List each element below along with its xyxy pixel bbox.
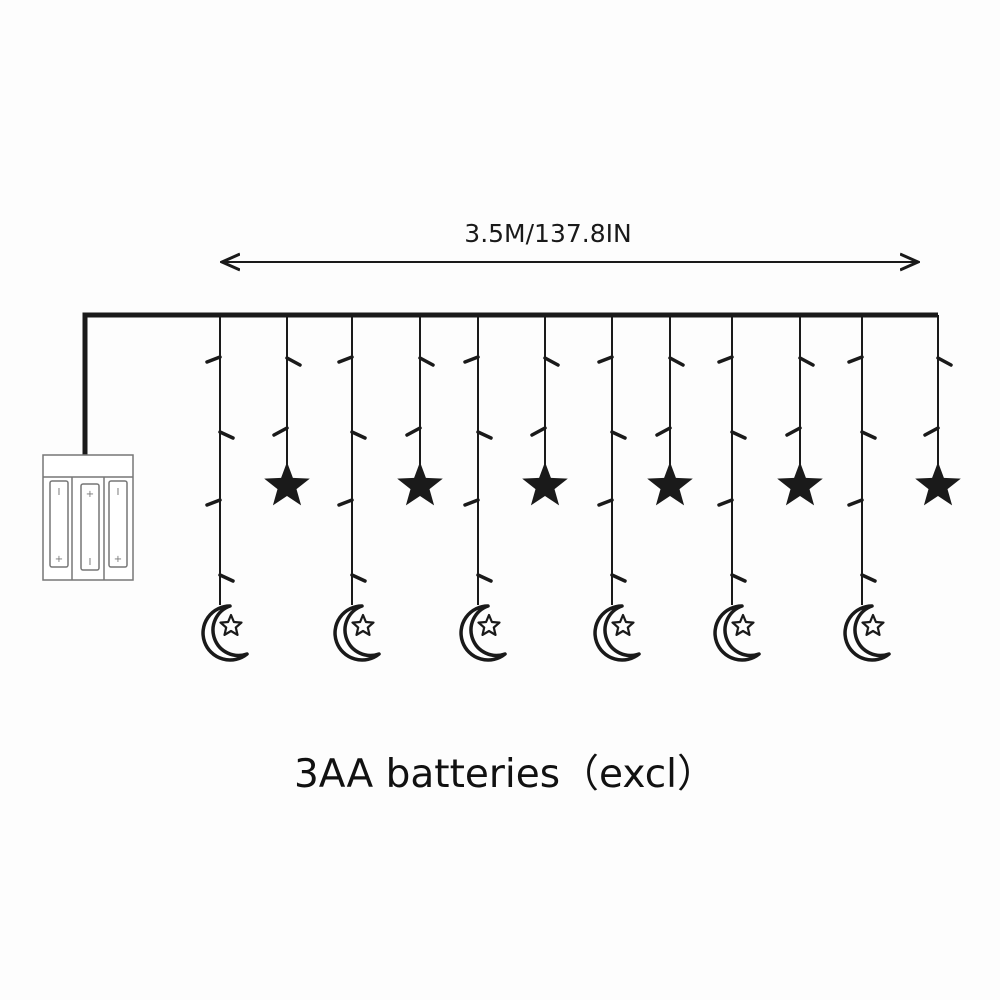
battery-box: I + + I I + [42, 454, 134, 581]
led-bulb [272, 426, 289, 437]
small-star-outline-icon [861, 613, 885, 637]
led-bulb [860, 573, 877, 583]
led-bulb [730, 573, 747, 583]
star-icon [647, 462, 693, 506]
crescent-moon-icon [843, 604, 891, 662]
led-bulb [730, 430, 747, 440]
led-bulb [530, 426, 547, 437]
led-bulb [860, 430, 877, 440]
led-bulb [285, 356, 302, 367]
small-star-outline-icon [477, 613, 501, 637]
svg-text:+: + [114, 554, 122, 565]
led-bulb [717, 498, 734, 507]
small-star-outline-icon [351, 613, 375, 637]
led-bulb [463, 498, 480, 507]
crescent-moon-icon [459, 604, 507, 662]
led-bulb [205, 355, 222, 364]
led-bulb [655, 426, 672, 437]
main-wire [82, 312, 938, 455]
battery-caption: 3AA batteries（excl） [294, 752, 716, 797]
small-star-outline-icon [219, 613, 243, 637]
crescent-moon-icon [333, 604, 381, 662]
led-bulb [476, 573, 493, 583]
led-bulb [463, 355, 480, 364]
led-bulb [218, 430, 235, 440]
led-bulb [218, 573, 235, 583]
led-bulb [798, 356, 815, 367]
led-bulb [337, 498, 354, 507]
crescent-moon-icon [713, 604, 761, 662]
crescent-moon-icon [593, 604, 641, 662]
led-bulb [205, 498, 222, 507]
led-bulb [543, 356, 560, 367]
small-star-outline-icon [731, 613, 755, 637]
led-bulb [847, 498, 864, 507]
star-icon [397, 462, 443, 506]
led-bulb [923, 426, 940, 437]
length-label: 3.5M/137.8IN [464, 219, 631, 248]
star-icon [522, 462, 568, 506]
led-bulb [785, 426, 802, 437]
led-bulb [350, 430, 367, 440]
svg-text:+: + [55, 554, 63, 565]
star-icon [264, 462, 310, 506]
small-star-outline-icon [611, 613, 635, 637]
svg-text:I: I [58, 487, 61, 498]
star-icon [777, 462, 823, 506]
led-bulb [936, 356, 953, 367]
led-bulb [610, 573, 627, 583]
led-bulb [350, 573, 367, 583]
led-bulb [597, 498, 614, 507]
crescent-moon-icon [201, 604, 249, 662]
led-bulb [405, 426, 422, 437]
svg-text:I: I [117, 487, 120, 498]
svg-text:I: I [89, 557, 92, 568]
led-bulb [717, 355, 734, 364]
led-bulb [668, 356, 685, 367]
led-bulb [610, 430, 627, 440]
led-bulb [476, 430, 493, 440]
svg-text:+: + [86, 489, 94, 500]
led-bulb [597, 355, 614, 364]
led-bulb [847, 355, 864, 364]
led-bulb [337, 355, 354, 364]
star-icon [915, 462, 961, 506]
led-bulb [418, 356, 435, 367]
